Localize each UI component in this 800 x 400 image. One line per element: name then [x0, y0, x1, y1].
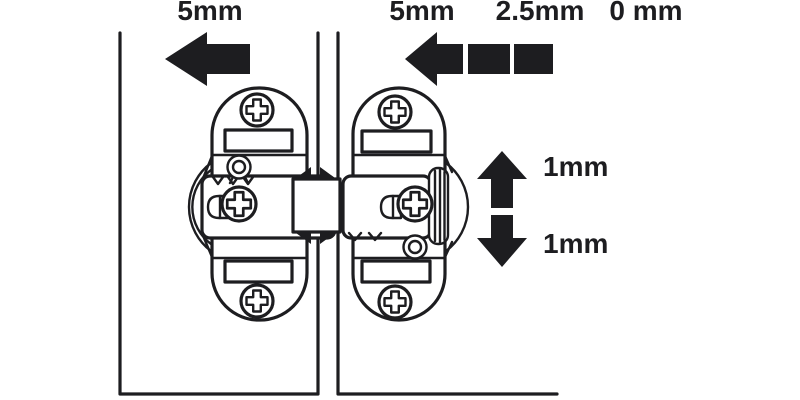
- label-depth-0mm: 0 mm: [609, 0, 683, 26]
- screw-right-bottom: [377, 284, 413, 320]
- circlip-ring: [226, 154, 252, 185]
- label-height-down-1mm: 1mm: [543, 228, 609, 259]
- screw-right-top: [377, 94, 413, 130]
- lower-teeth: [347, 231, 383, 242]
- left-top-slot: [223, 128, 294, 153]
- label-height-up-1mm: 1mm: [543, 151, 609, 182]
- screw-left-top: [239, 92, 275, 128]
- left-cup-arcs: [187, 161, 213, 253]
- concealed-hinge-drawing: [187, 86, 470, 322]
- screw-left-bottom: [239, 283, 275, 319]
- washer-ring: [402, 234, 428, 260]
- arrow-up-icon: [477, 151, 527, 208]
- label-depth-5mm: 5mm: [389, 0, 455, 26]
- left-bottom-slot: [223, 259, 294, 284]
- center-link-block: [291, 177, 342, 234]
- arrow-down-icon: [477, 215, 527, 267]
- arrow-left-solid-icon: [165, 32, 250, 86]
- right-panel: [336, 31, 559, 396]
- plate-collar-lines: [210, 153, 447, 260]
- adjuster-knurl-lines: [433, 167, 446, 245]
- arrow-left-dashed-icon: [405, 32, 553, 86]
- label-depth-2-5mm: 2.5mm: [495, 0, 585, 26]
- right-pin: [379, 194, 403, 220]
- right-cup-arc: [444, 161, 470, 253]
- screw-left-body: [220, 185, 258, 223]
- label-side-adjust-5mm: 5mm: [177, 0, 243, 26]
- screw-right-body: [396, 185, 434, 223]
- right-top-slot: [360, 129, 433, 154]
- right-bottom-slot: [360, 259, 432, 284]
